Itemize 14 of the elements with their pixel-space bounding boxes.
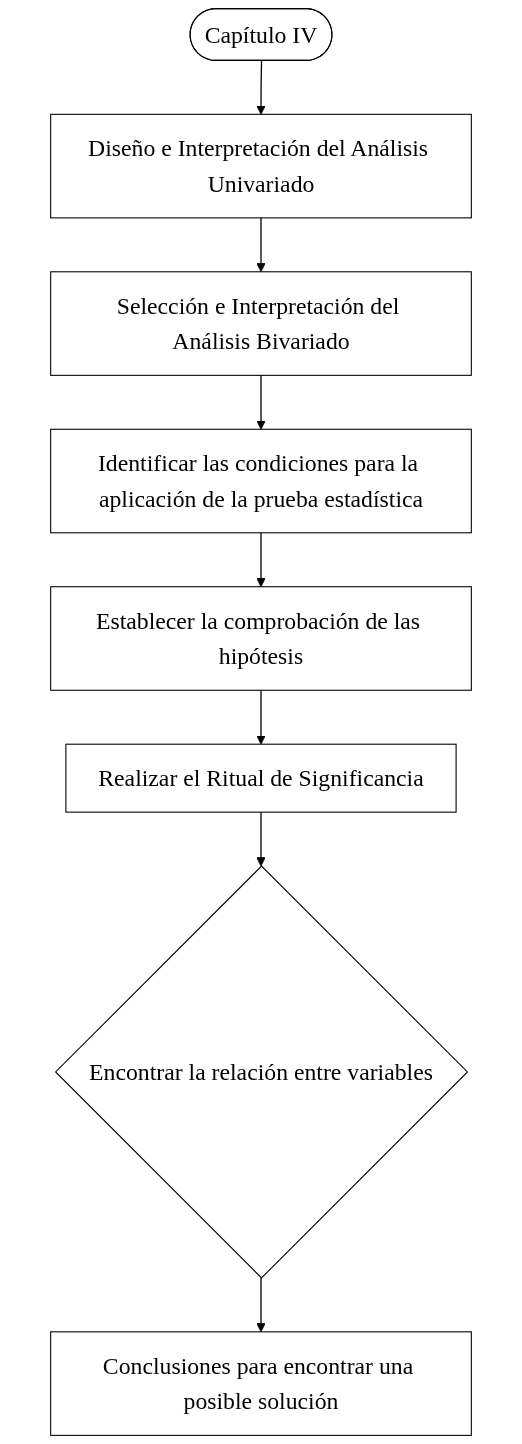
arrow: [256, 689, 266, 745]
node-box: Realizar el Ritual de Significancia: [65, 743, 457, 813]
arrow: [256, 217, 266, 273]
node-diamond: Encontrar la relación entre variables: [54, 865, 469, 1279]
arrow: [256, 60, 266, 115]
node-box: Identificar las condiciones para la aplicación de la prueba estadística: [50, 428, 472, 534]
arrow: [256, 811, 266, 867]
node-box: Selección e Interpretación del Análisis Bivariado: [50, 271, 472, 376]
arrow: [256, 1277, 266, 1333]
node-box: Conclusiones para encontrar una posible solución: [50, 1331, 472, 1436]
arrow: [256, 532, 266, 588]
node-box: Diseño e Interpretación del Análisis Univariado: [50, 113, 472, 219]
node-box: Establecer la comprobación de las hipótesis: [50, 586, 472, 691]
arrow: [256, 374, 266, 430]
